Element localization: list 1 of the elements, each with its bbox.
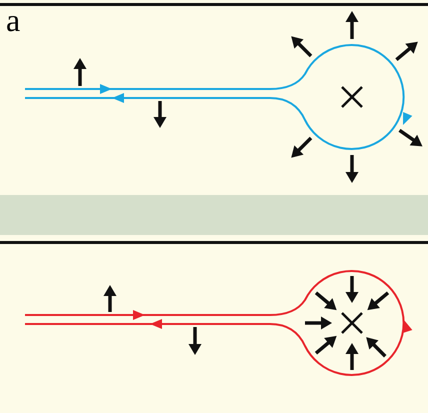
panel-label: a <box>6 2 20 38</box>
